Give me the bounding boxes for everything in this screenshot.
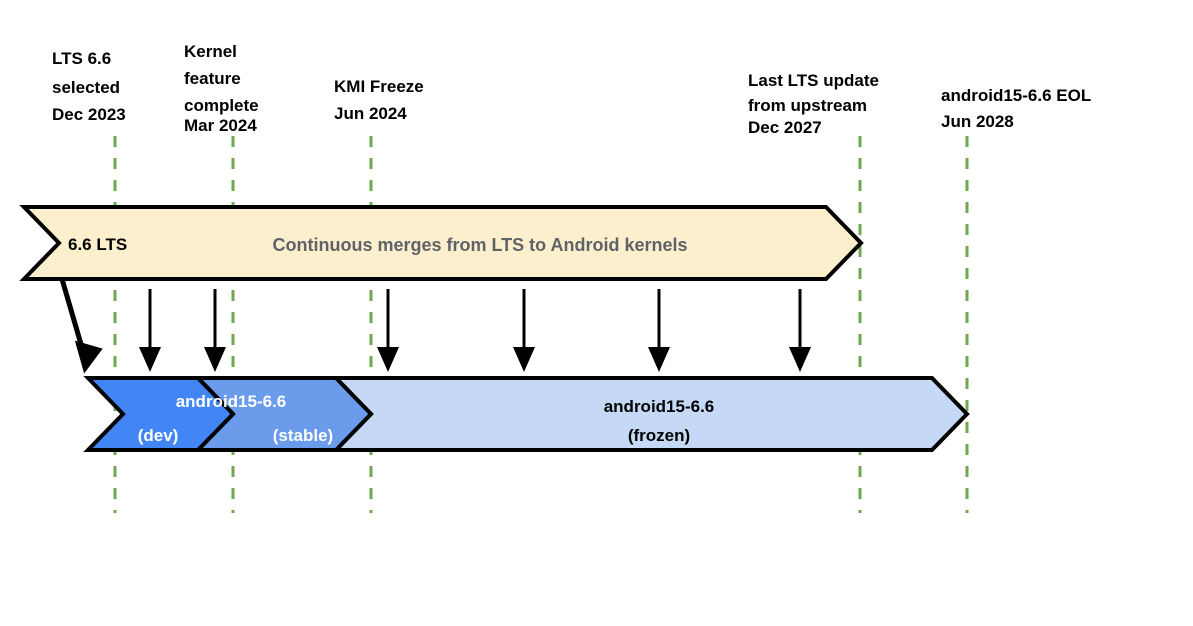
merge-arrow-2-head bbox=[204, 347, 226, 372]
merge-arrow-2 bbox=[204, 289, 226, 372]
milestone-label-line: from upstream bbox=[748, 96, 867, 115]
milestone-label-last-lts-update: Last LTS update from upstream Dec 2027 bbox=[748, 71, 879, 137]
lts-bar-shape bbox=[19, 205, 864, 281]
merge-arrow-3-head bbox=[377, 347, 399, 372]
milestone-label-line: Mar 2024 bbox=[184, 116, 257, 135]
branch-name-label-frozen: android15-6.6 bbox=[604, 397, 715, 416]
milestone-label-android15-eol: android15-6.6 EOL Jun 2028 bbox=[941, 86, 1091, 131]
branch-state-label-stable: (stable) bbox=[273, 426, 333, 445]
milestone-label-line: Jun 2024 bbox=[334, 104, 407, 123]
milestone-label-line: Last LTS update bbox=[748, 71, 879, 90]
milestone-label-lts-selected: LTS 6.6 selected Dec 2023 bbox=[52, 49, 126, 124]
branch-segment-dev bbox=[83, 376, 236, 452]
merge-arrow-5-head bbox=[648, 347, 670, 372]
merge-arrow-5 bbox=[648, 289, 670, 372]
branch-state-label-dev: (dev) bbox=[138, 426, 179, 445]
milestone-label-line: Kernel bbox=[184, 42, 237, 61]
merge-arrow-initial-head bbox=[74, 340, 103, 374]
milestone-label-line: android15-6.6 EOL bbox=[941, 86, 1091, 105]
milestone-label-line: selected bbox=[52, 78, 120, 97]
milestone-lines-group bbox=[113, 136, 969, 513]
merge-arrow-1-head bbox=[139, 347, 161, 372]
merge-arrows-group bbox=[59, 278, 811, 374]
lts-bar-merge-label: Continuous merges from LTS to Android ke… bbox=[272, 235, 687, 255]
merge-arrow-4-head bbox=[513, 347, 535, 372]
milestone-label-line: Dec 2027 bbox=[748, 118, 822, 137]
milestone-label-line: Dec 2023 bbox=[52, 105, 126, 124]
merge-arrow-initial bbox=[59, 278, 103, 374]
milestone-label-line: KMI Freeze bbox=[334, 77, 424, 96]
milestone-label-line: LTS 6.6 bbox=[52, 49, 111, 68]
branch-name-label-dev-stable: android15-6.6 bbox=[176, 392, 287, 411]
merge-arrow-3 bbox=[377, 289, 399, 372]
milestone-label-kmi-freeze: KMI Freeze Jun 2024 bbox=[334, 77, 424, 123]
merge-arrow-1 bbox=[139, 289, 161, 372]
merge-arrow-6-head bbox=[789, 347, 811, 372]
milestone-label-kernel-feature-complete: Kernel feature complete Mar 2024 bbox=[184, 42, 259, 135]
merge-arrow-6 bbox=[789, 289, 811, 372]
milestone-label-line: Jun 2028 bbox=[941, 112, 1014, 131]
lts-bar-tag-label: 6.6 LTS bbox=[68, 235, 127, 254]
branch-state-label-frozen: (frozen) bbox=[628, 426, 690, 445]
milestone-label-line: feature bbox=[184, 69, 241, 88]
android-branch-bar: android15-6.6 (dev) (stable) android15-6… bbox=[83, 376, 970, 452]
milestone-label-line: complete bbox=[184, 96, 259, 115]
merge-arrow-4 bbox=[513, 289, 535, 372]
lts-bar: 6.6 LTS Continuous merges from LTS to An… bbox=[19, 205, 864, 281]
